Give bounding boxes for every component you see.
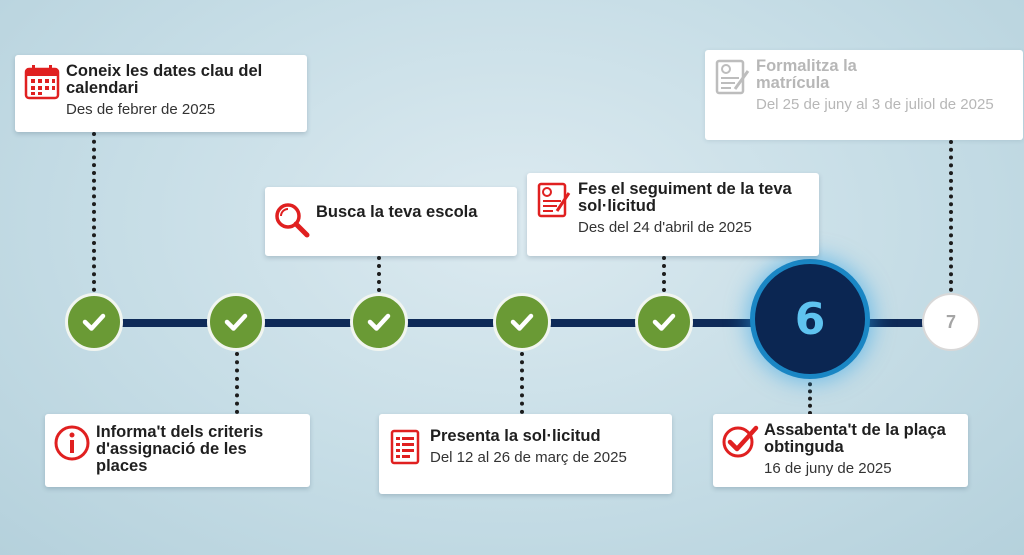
document-list-icon: [390, 429, 420, 465]
enrollment-form-icon: [715, 59, 750, 95]
checkmark-icon: [510, 313, 534, 331]
step-title: Formalitza la matrícula: [756, 57, 857, 92]
connector-step-7: [949, 140, 953, 292]
step-card-1[interactable]: Coneix les dates clau del calendari Des …: [15, 55, 307, 132]
step-node-5[interactable]: [635, 293, 693, 351]
step-node-3[interactable]: [350, 293, 408, 351]
step-card-7[interactable]: Formalitza la matrícula Del 25 de juny a…: [705, 50, 1023, 140]
magnifier-icon: [275, 203, 310, 238]
checkmark-icon: [652, 313, 676, 331]
connector-step-2: [235, 352, 239, 414]
step-title: Presenta la sol·licitud: [430, 427, 601, 445]
step-title: Fes el seguiment de la teva sol·licitud: [578, 180, 792, 215]
step-date: Des del 24 d'abril de 2025: [578, 219, 752, 236]
step-title: Busca la teva escola: [316, 203, 478, 221]
step-node-current[interactable]: 6: [755, 264, 865, 374]
step-node-1[interactable]: [65, 293, 123, 351]
step-node-next[interactable]: 7: [922, 293, 980, 351]
next-step-number: 7: [945, 311, 956, 332]
step-card-2[interactable]: Informa't dels criteris d'assignació de …: [45, 414, 310, 487]
step-title: Informa't dels criteris d'assignació de …: [96, 423, 264, 475]
checkmark-icon: [367, 313, 391, 331]
step-title: Coneix les dates clau del calendari: [66, 62, 263, 97]
step-card-6[interactable]: Assabenta't de la plaça obtinguda 16 de …: [713, 414, 968, 487]
step-title: Assabenta't de la plaça obtinguda: [764, 421, 946, 456]
step-card-3[interactable]: Busca la teva escola: [265, 187, 517, 256]
checkmark-icon: [82, 313, 106, 331]
step-date: Del 25 de juny al 3 de juliol de 2025: [756, 96, 994, 113]
current-step-number: 6: [794, 293, 826, 345]
step-date: Del 12 al 26 de març de 2025: [430, 449, 627, 466]
calendar-icon: [24, 65, 60, 100]
connector-step-5: [662, 256, 666, 292]
checkmark-icon: [722, 425, 759, 458]
step-node-4[interactable]: [493, 293, 551, 351]
connector-step-6: [808, 375, 812, 415]
step-date: 16 de juny de 2025: [764, 460, 892, 477]
step-card-4[interactable]: Presenta la sol·licitud Del 12 al 26 de …: [379, 414, 672, 494]
step-card-5[interactable]: Fes el seguiment de la teva sol·licitud …: [527, 173, 819, 256]
connector-step-3: [377, 256, 381, 292]
checkmark-icon: [224, 313, 248, 331]
connector-step-1: [92, 132, 96, 292]
step-date: Des de febrer de 2025: [66, 101, 216, 118]
tracking-form-icon: [537, 182, 571, 218]
step-node-2[interactable]: [207, 293, 265, 351]
info-icon: [54, 425, 90, 461]
connector-step-4: [520, 352, 524, 414]
